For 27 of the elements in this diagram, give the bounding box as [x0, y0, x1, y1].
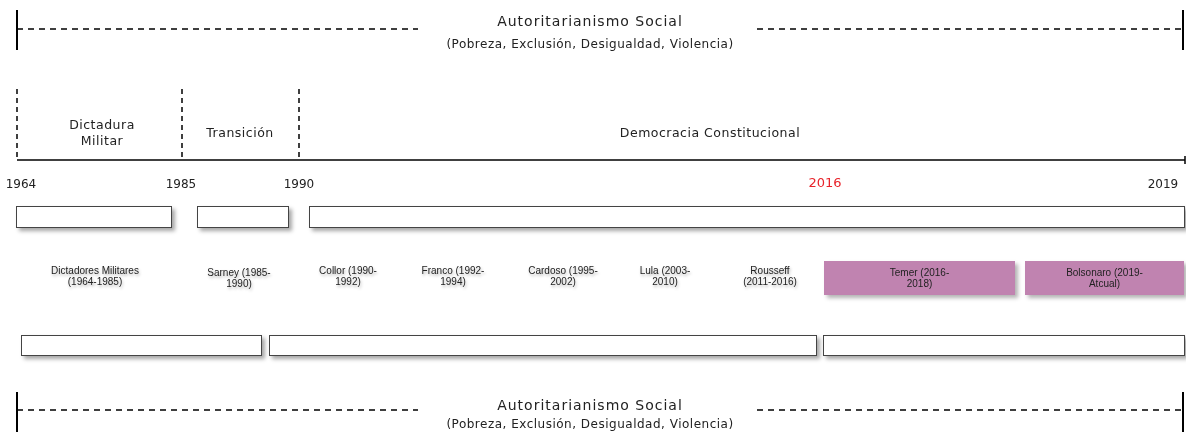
- period-bar: [16, 206, 172, 228]
- year-label: 1964: [4, 177, 38, 192]
- president-label: Collor (1990-1992): [318, 265, 378, 287]
- period-label: Transición: [205, 125, 275, 141]
- year-label: 2019: [1146, 177, 1180, 192]
- period-bar: [823, 335, 1185, 356]
- year-label: 2016: [807, 175, 843, 192]
- period-bar: [309, 206, 1185, 228]
- president-label: Sarney (1985-1990): [206, 267, 272, 289]
- year-label: 1990: [282, 177, 316, 192]
- period-bar: [197, 206, 289, 228]
- subtitle: (Pobreza, Exclusión, Desigualdad, Violencia): [445, 417, 735, 432]
- president-label: Franco (1992-1994): [420, 265, 486, 287]
- year-label: 1985: [164, 177, 198, 192]
- subtitle: (Pobreza, Exclusión, Desigualdad, Violencia): [445, 37, 735, 52]
- period-label: Democracia Constitucional: [618, 125, 802, 141]
- heading: Autoritarianismo Social: [496, 397, 684, 415]
- president-label: Dictadores Militares (1964-1985): [50, 265, 140, 287]
- period-bar: [269, 335, 817, 356]
- president-label: Lula (2003-2010): [638, 265, 692, 287]
- president-box: Temer (2016-2018): [824, 261, 1015, 295]
- period-label: Dictadura Militar: [68, 117, 136, 149]
- period-bar: [21, 335, 262, 356]
- president-box: Bolsonaro (2019- Atcual): [1025, 261, 1184, 295]
- heading: Autoritarianismo Social: [496, 13, 684, 31]
- president-label: Rousseff (2011-2016): [742, 265, 798, 287]
- president-label: Cardoso (1995-2002): [528, 265, 598, 287]
